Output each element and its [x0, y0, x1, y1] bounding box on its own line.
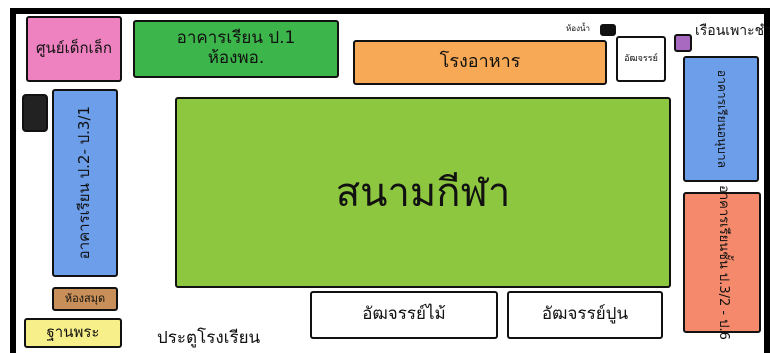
canteen: โรงอาหาร — [353, 40, 607, 85]
atchan-wood: อัฒจรรย์ไม้ — [310, 291, 498, 339]
shrine-label: ฐานพระ — [46, 323, 100, 342]
kindergarten-building-label: อาคารเรียนอนุบาล — [714, 69, 729, 169]
restroom — [600, 24, 616, 36]
wall-left — [10, 8, 16, 353]
nursery-label: เรือนเพาะชำ — [695, 23, 770, 39]
p1-building-line2: ห้องพอ. — [207, 48, 265, 68]
p2-p3-building-label: อาคารเรียน ป.2- ป.3/1 — [75, 106, 94, 260]
p1-building: อาคารเรียน ป.1 ห้องพอ. — [133, 20, 339, 78]
p1-building-line1: อาคารเรียน ป.1 — [176, 28, 296, 49]
atchan-small: อัฒจรรย์ — [616, 36, 666, 82]
atchan-concrete-label: อัฒจรรย์ปูน — [541, 304, 629, 325]
atchan-wood-label: อัฒจรรย์ไม้ — [362, 304, 446, 325]
school-gate-label: ประตูโรงเรียน — [157, 328, 261, 348]
nursery-marker — [674, 34, 692, 52]
shrine: ฐานพระ — [24, 318, 122, 348]
left-black-block — [22, 94, 48, 132]
p2-p3-building: อาคารเรียน ป.2- ป.3/1 — [52, 89, 118, 277]
library-label: ห้องสมุด — [64, 291, 106, 305]
kindergarten-center-label: ศูนย์เด็กเล็ก — [36, 39, 112, 58]
atchan-concrete: อัฒจรรย์ปูน — [507, 291, 663, 339]
p3-p6-building: อาคารเรียนชั้น ป.3/2 - ป.6 — [683, 185, 761, 340]
sports-field-label: สนามกีฬา — [335, 169, 511, 216]
p3-p6-building-label: อาคารเรียนชั้น ป.3/2 - ป.6 — [715, 185, 731, 340]
wall-right — [764, 8, 770, 353]
sports-field: สนามกีฬา — [175, 97, 671, 288]
canteen-label: โรงอาหาร — [439, 51, 521, 73]
atchan-small-label: อัฒจรรย์ — [624, 53, 658, 64]
wall-top — [10, 8, 770, 14]
restroom-label: ห้องน้ำ — [566, 24, 590, 33]
kindergarten-building: อาคารเรียนอนุบาล — [683, 56, 759, 182]
kindergarten-center: ศูนย์เด็กเล็ก — [26, 16, 122, 82]
library: ห้องสมุด — [52, 287, 118, 311]
